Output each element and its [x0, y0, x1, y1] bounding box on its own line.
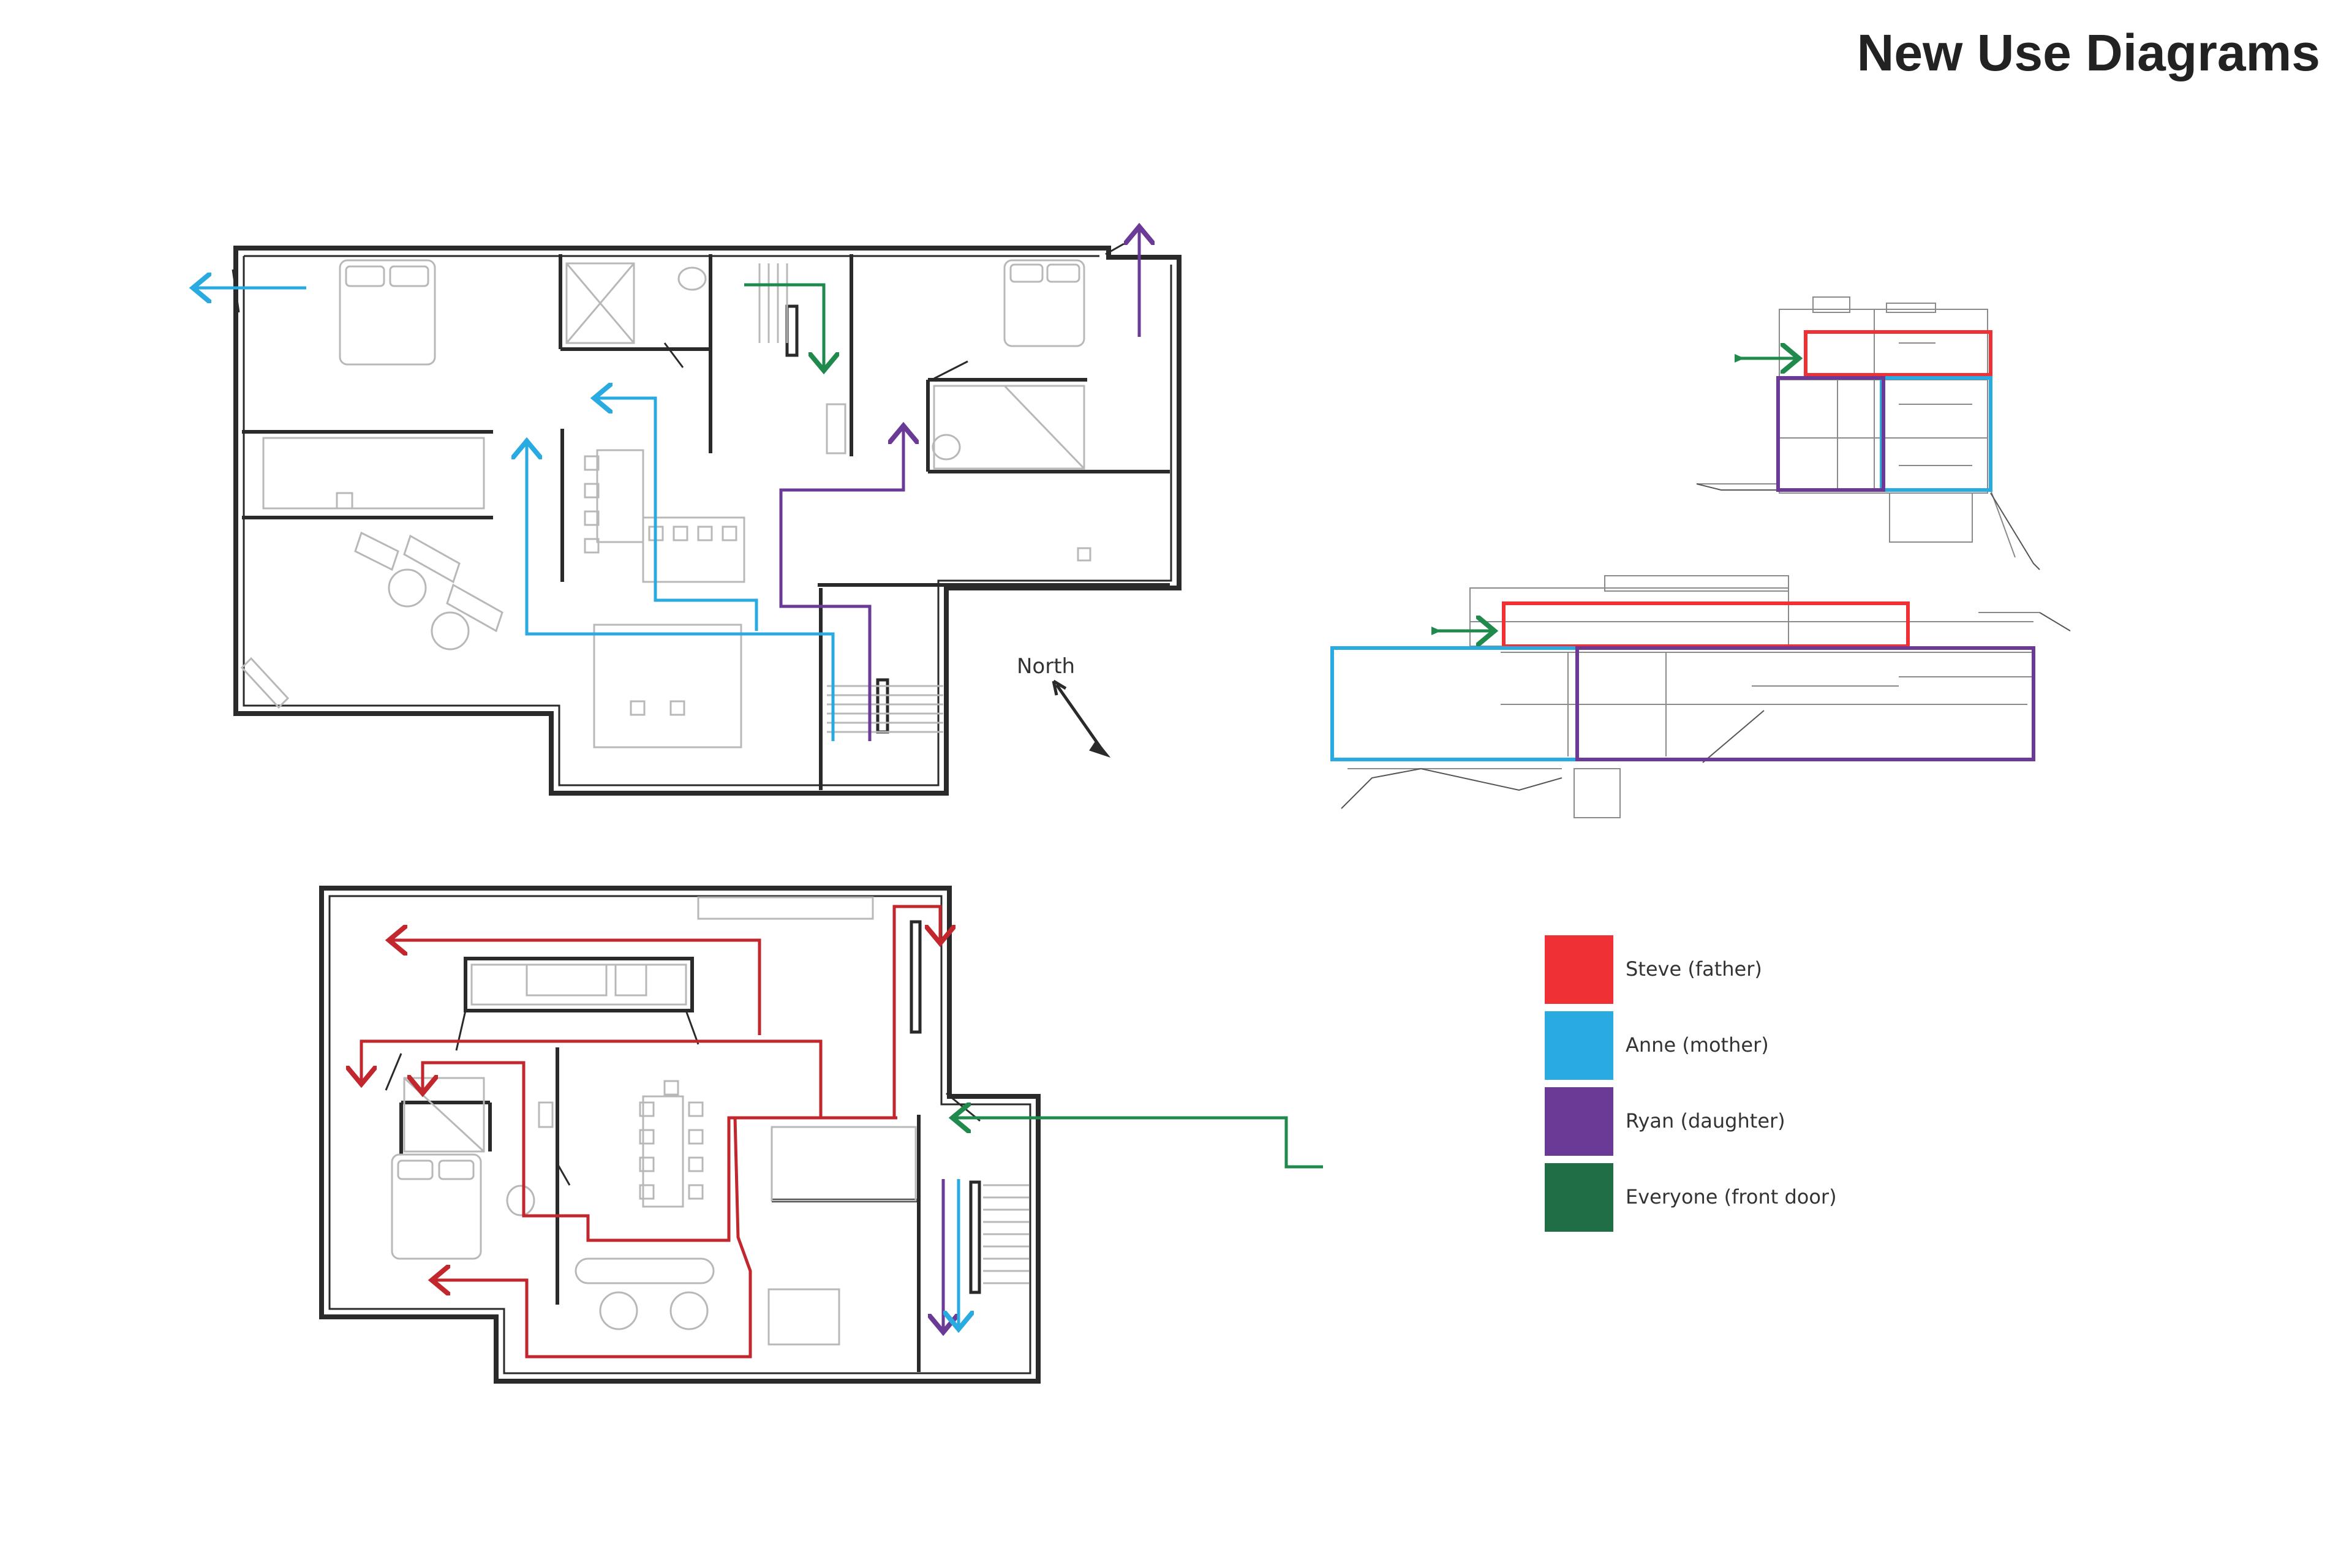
legend-item-anne: Anne (mother)	[1545, 1011, 1888, 1084]
legend-label-everyone: Everyone (front door)	[1626, 1185, 1837, 1208]
steve-path-lower-2	[361, 1039, 823, 1118]
lower-plan-furniture	[391, 896, 917, 1346]
lower-plan-stairs	[983, 1184, 1029, 1284]
small-section-ground	[1696, 483, 2040, 570]
lower-floor-plan	[319, 886, 1323, 1384]
page-title: New Use Diagrams	[1856, 24, 2320, 81]
ryan-path-upper-bath	[779, 429, 903, 741]
large-section-ryan-zone	[1575, 646, 2035, 761]
legend-swatch-ryan	[1545, 1087, 1613, 1156]
legend-item-steve: Steve (father)	[1545, 935, 1888, 1008]
lower-plan-paths	[361, 905, 1323, 1359]
legend-label-ryan: Ryan (daughter)	[1626, 1109, 1785, 1133]
small-section-anne-zone	[1880, 376, 1992, 492]
legend-swatch-anne	[1545, 1011, 1613, 1080]
steve-path-lower-4	[423, 1061, 897, 1242]
legend-label-steve: Steve (father)	[1626, 957, 1762, 981]
small-section-ryan-zone	[1776, 376, 1885, 492]
anne-path-upper-main	[527, 444, 835, 741]
upper-plan-doors	[232, 243, 1125, 380]
north-arrow	[1052, 679, 1111, 758]
steve-path-lower-3	[892, 905, 940, 1118]
legend-swatch-steve	[1545, 935, 1613, 1004]
large-section-ground	[1341, 612, 2071, 809]
upper-plan-walls	[233, 246, 1182, 796]
lower-plan-walls	[319, 886, 1041, 1384]
everyone-path-upper	[744, 283, 824, 368]
large-section	[1330, 575, 2071, 818]
upper-plan-furniture	[240, 259, 1091, 748]
large-section-steve-zone	[1502, 601, 1910, 648]
legend-label-anne: Anne (mother)	[1626, 1033, 1769, 1057]
north-label: North	[1017, 654, 1076, 679]
anne-path-upper-kitchen	[597, 398, 758, 631]
small-section	[1696, 296, 2040, 570]
legend-swatch-everyone	[1545, 1163, 1613, 1232]
upper-plan-paths	[196, 230, 1139, 741]
legend-item-ryan: Ryan (daughter)	[1545, 1087, 1888, 1159]
large-section-lines	[1348, 575, 2040, 818]
everyone-path-lower	[956, 1118, 1323, 1169]
legend-item-everyone: Everyone (front door)	[1545, 1163, 1888, 1235]
small-section-lines	[1697, 296, 2016, 558]
upper-floor-plan	[196, 230, 1182, 796]
small-section-steve-zone	[1804, 330, 1992, 377]
upper-plan-stairs	[758, 263, 943, 733]
steve-path-lower-5	[435, 1117, 752, 1359]
steve-path-lower-1	[392, 940, 761, 1035]
